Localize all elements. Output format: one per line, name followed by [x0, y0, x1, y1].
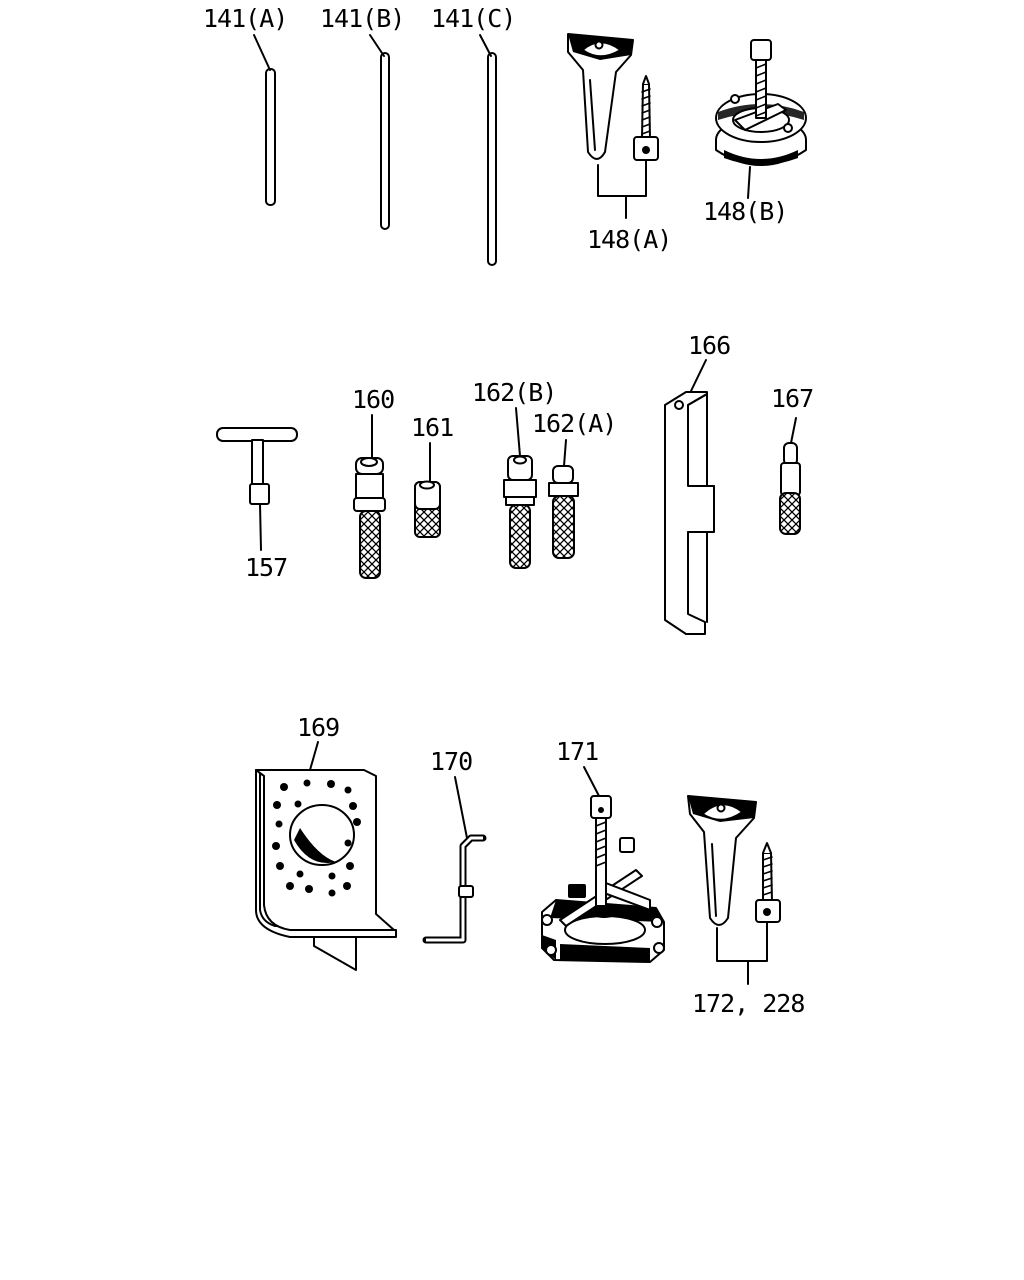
part-160-installer: [353, 414, 386, 579]
label-148a: 148(A): [587, 225, 671, 254]
label-167: 167: [771, 384, 813, 413]
part-161-sleeve: [414, 442, 441, 538]
label-160: 160: [352, 385, 394, 414]
part-171-bearing-puller: [541, 766, 665, 963]
part-169-engine-stand: [255, 741, 397, 971]
part-170-hook-tool: [422, 776, 487, 944]
part-157-t-handle: [216, 427, 298, 551]
part-162b-installer: [503, 407, 537, 569]
label-141b: 141(B): [320, 4, 404, 33]
part-162a-installer: [548, 439, 579, 559]
label-162b: 162(B): [472, 378, 556, 407]
part-166-gauge-plate: [664, 359, 715, 635]
label-148b: 148(B): [703, 197, 787, 226]
label-169: 169: [297, 713, 339, 742]
part-172-228-puller: [687, 795, 781, 985]
part-167-pin: [779, 417, 801, 535]
label-162a: 162(A): [532, 409, 616, 438]
label-161: 161: [411, 413, 453, 442]
label-172-228: 172, 228: [692, 989, 804, 1018]
label-170: 170: [430, 747, 472, 776]
label-141a: 141(A): [203, 4, 287, 33]
part-148a-puller: [567, 33, 659, 219]
label-166: 166: [688, 331, 730, 360]
label-157: 157: [245, 553, 287, 582]
label-141c: 141(C): [431, 4, 515, 33]
part-141b-rod: [369, 34, 390, 230]
label-171: 171: [556, 737, 598, 766]
part-141c-rod: [479, 34, 497, 266]
part-141a-rod: [253, 34, 276, 206]
part-148b-puller: [715, 39, 807, 199]
